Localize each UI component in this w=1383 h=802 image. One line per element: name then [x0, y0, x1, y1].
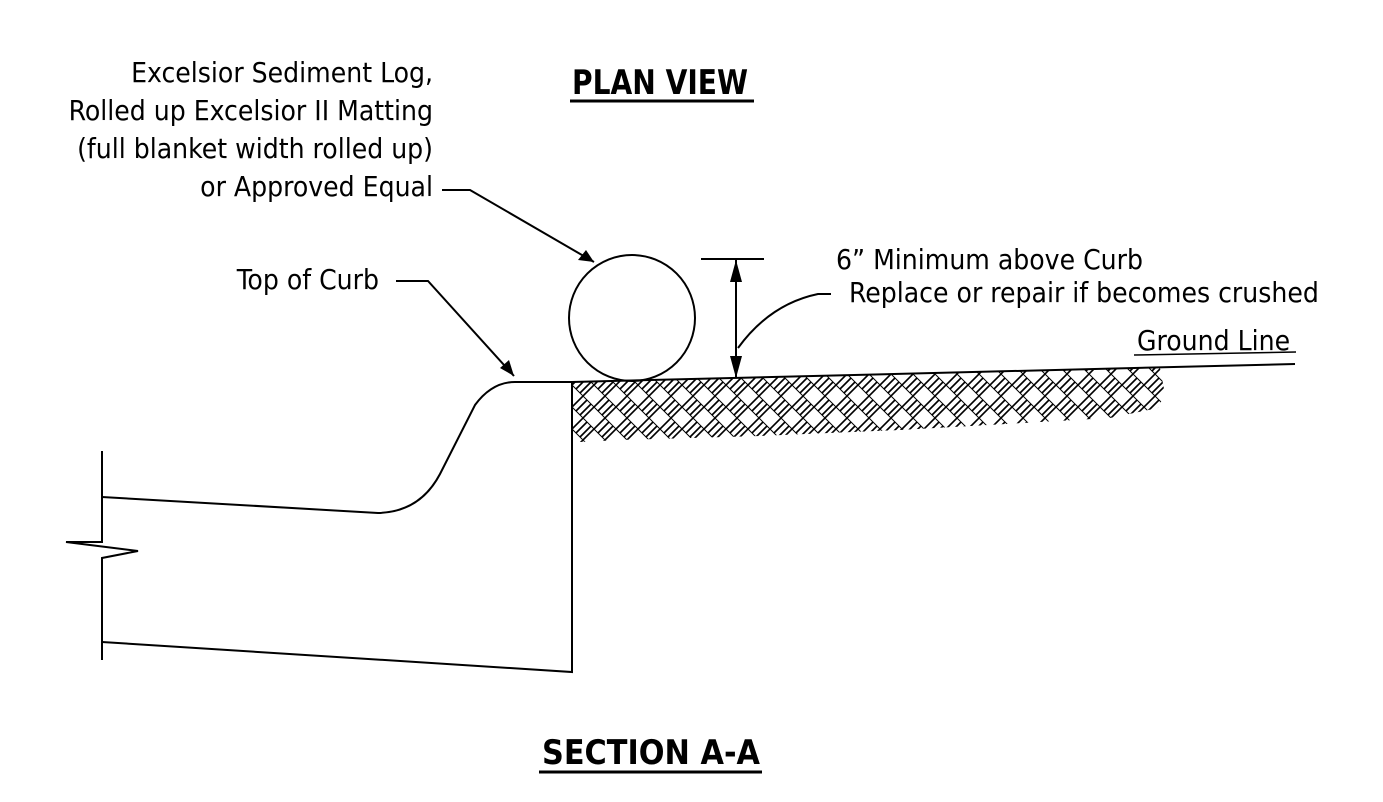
log-label-line1: Excelsior Sediment Log,	[131, 56, 433, 89]
plan-view-title: PLAN VIEW	[570, 63, 754, 103]
sediment-log-circle	[568, 254, 696, 382]
curb-gutter-outline	[101, 381, 572, 515]
ground-line-label-underline	[1133, 351, 1297, 356]
section-title: SECTION A-A	[539, 733, 762, 774]
top-of-curb-leader	[396, 280, 515, 377]
break-line-icon	[65, 451, 139, 660]
ground-line-label: Ground Line	[1137, 324, 1290, 357]
dimension-arrow-down	[730, 356, 742, 378]
plan-view-title-text: PLAN VIEW	[572, 63, 748, 103]
top-of-curb-arrowhead	[500, 360, 514, 376]
log-leader-arrowhead	[578, 250, 594, 262]
curb-section	[65, 381, 573, 674]
ground-line	[571, 363, 1296, 383]
top-of-curb-label: Top of Curb	[236, 263, 379, 296]
log-leader-line	[442, 189, 595, 263]
minimum-leader	[737, 293, 831, 349]
dimension-arrow-up	[730, 260, 742, 282]
top-of-curb-callout: Top of Curb	[236, 263, 515, 377]
section-title-text: SECTION A-A	[542, 733, 761, 773]
log-label-line2: Rolled up Excelsior II Matting	[69, 94, 433, 127]
minimum-height-callout: 6” Minimum above Curb Replace or repair …	[737, 243, 1319, 349]
log-label-line4: or Approved Equal	[200, 170, 433, 203]
minimum-label-line1: 6” Minimum above Curb	[836, 243, 1143, 276]
height-dimension	[701, 258, 764, 378]
log-callout: Excelsior Sediment Log, Rolled up Excels…	[69, 56, 595, 263]
log-label-line3: (full blanket width rolled up)	[77, 132, 433, 165]
minimum-label-line2: Replace or repair if becomes crushed	[849, 276, 1319, 309]
curb-outline-back	[101, 382, 573, 674]
